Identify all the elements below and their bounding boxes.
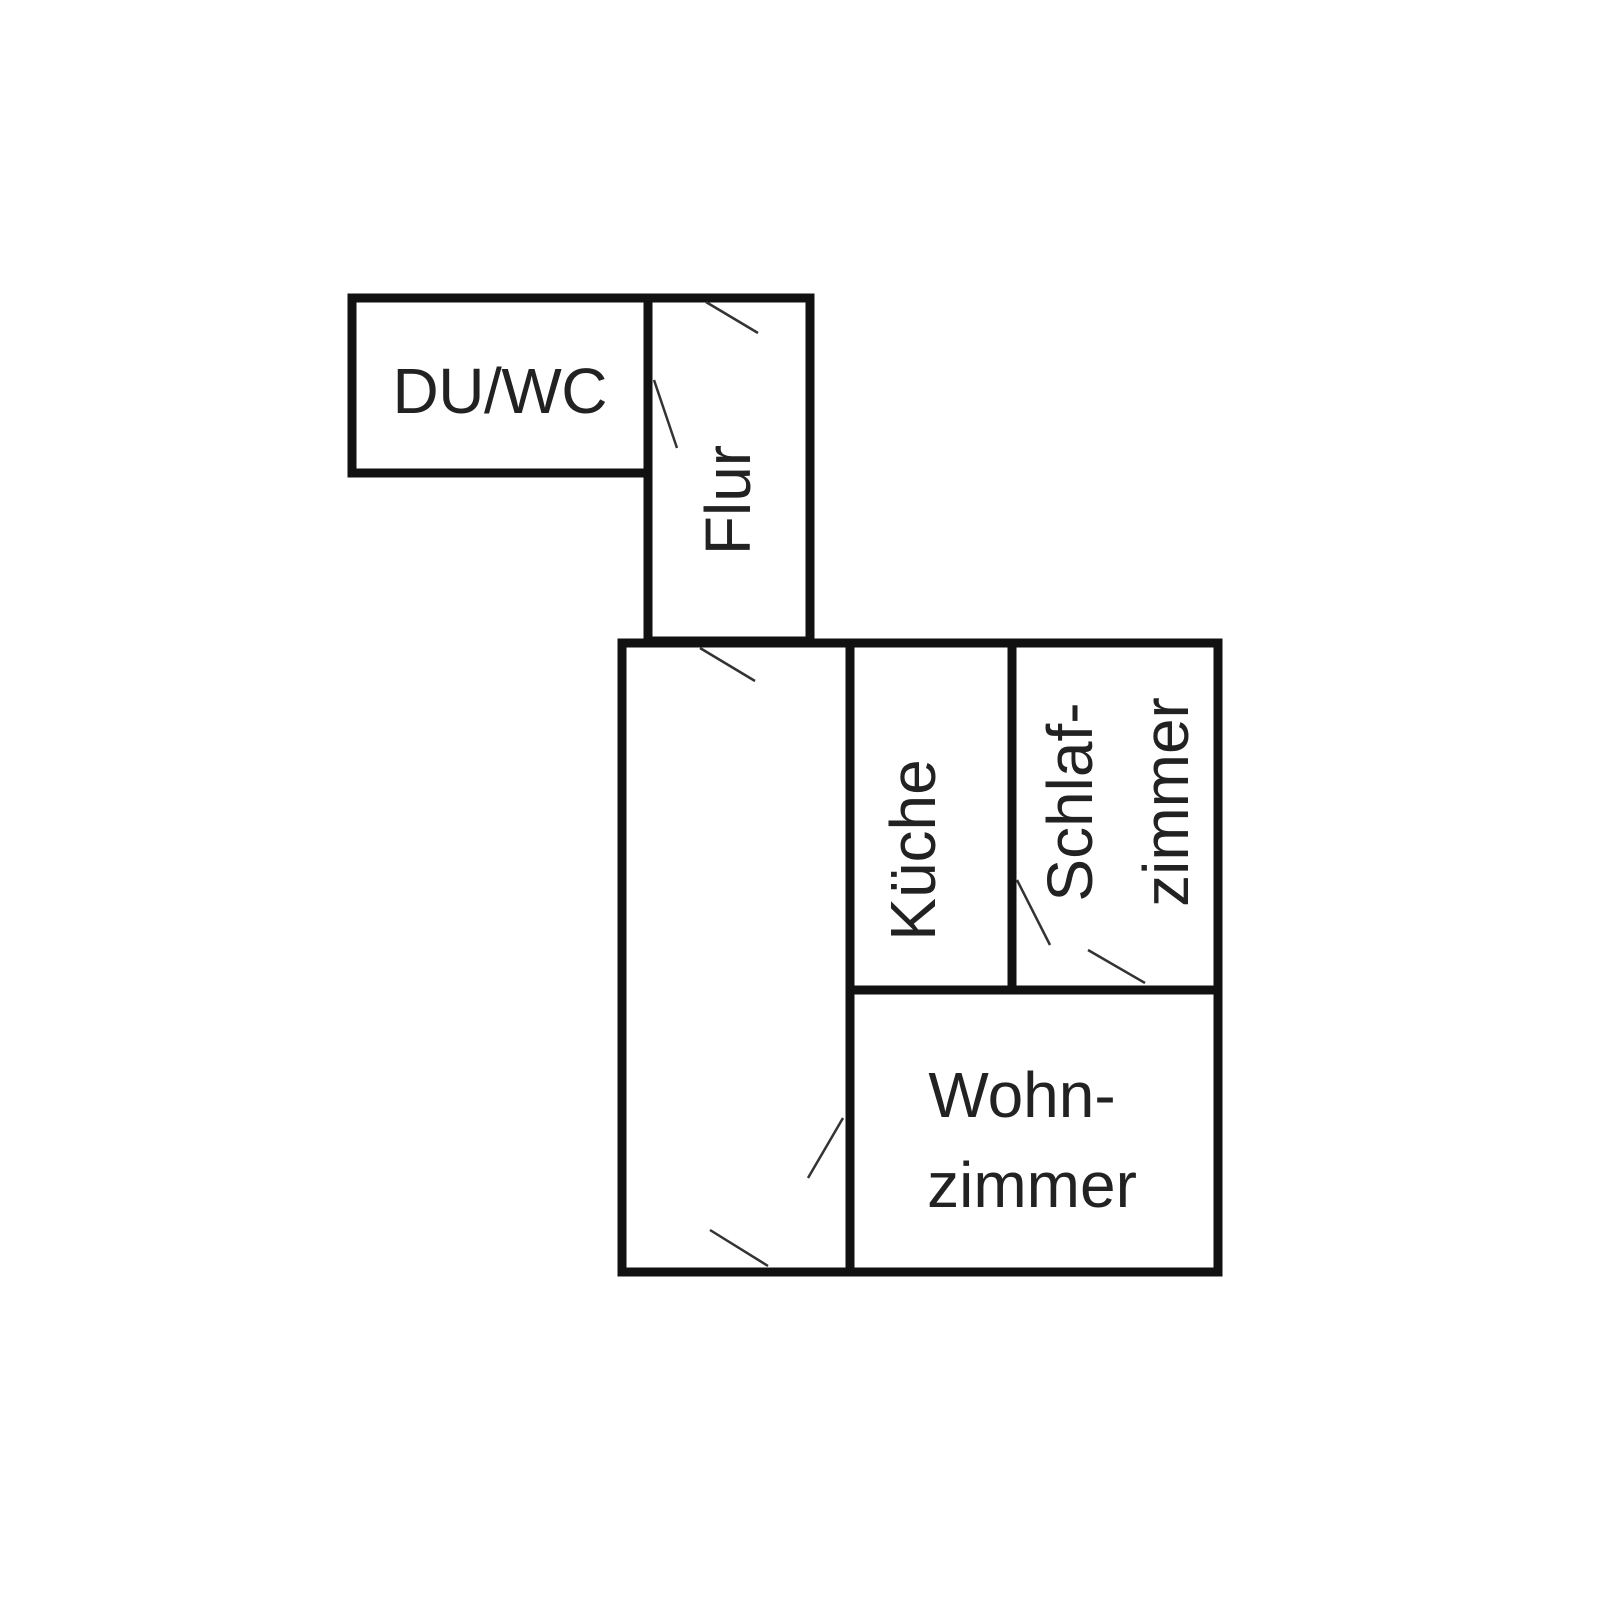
room-label-living-line1: Wohn-: [928, 1059, 1115, 1131]
room-label-kitchen: Küche: [877, 759, 949, 940]
room-label-living-line2: zimmer: [927, 1149, 1137, 1221]
door-swing: [705, 300, 759, 335]
door-swing: [699, 646, 756, 683]
door-swing: [709, 1228, 769, 1268]
walls: [347, 293, 1223, 1277]
door-swing: [806, 1117, 845, 1179]
door-swing: [1015, 879, 1052, 946]
main-block-walls: [617, 638, 1223, 1277]
door-swing: [652, 379, 679, 449]
door-swings: [652, 300, 1146, 1268]
room-labels: DU/WC Flur Küche Schlaf- zimmer Wohn- zi…: [393, 355, 1203, 1221]
door-swing: [1087, 948, 1146, 985]
room-label-bath: DU/WC: [393, 355, 608, 427]
room-label-bedroom-line2: zimmer: [1130, 697, 1202, 907]
room-label-hall: Flur: [692, 445, 764, 555]
room-label-bedroom-line1: Schlaf-: [1034, 702, 1106, 901]
